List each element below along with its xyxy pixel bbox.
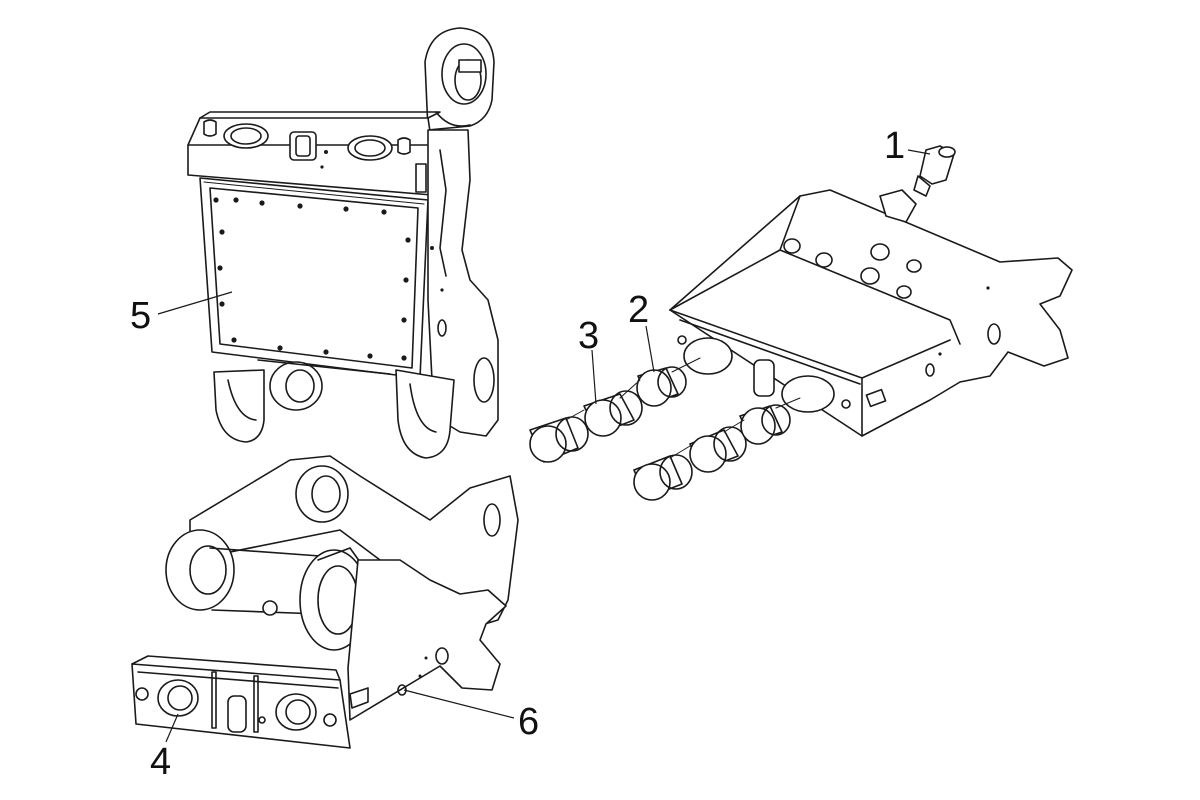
leader-1 xyxy=(907,149,931,155)
callout-3: 3 xyxy=(578,315,599,357)
callout-6: 6 xyxy=(518,701,539,743)
callout-1: 1 xyxy=(884,125,905,167)
leader-2 xyxy=(645,325,655,373)
upper-frame-assembly xyxy=(187,27,499,459)
bushing-row-lower xyxy=(633,397,801,501)
leader-3 xyxy=(591,349,597,405)
callout-5: 5 xyxy=(130,295,151,337)
pin-part-1 xyxy=(913,145,956,197)
bushing-row-upper xyxy=(529,357,701,463)
callout-4: 4 xyxy=(150,741,171,783)
bushings xyxy=(529,357,801,501)
callout-2: 2 xyxy=(628,289,649,331)
leader-6 xyxy=(403,689,515,719)
plate-part-5 xyxy=(199,177,429,379)
leader-5 xyxy=(157,291,233,315)
lifting-eye xyxy=(424,27,495,131)
callouts: 1 2 3 4 5 6 xyxy=(130,125,905,783)
leader-4 xyxy=(165,713,179,743)
lower-coupler-assembly xyxy=(131,455,519,749)
right-block-assembly xyxy=(669,145,1073,437)
leader-lines xyxy=(157,149,931,743)
